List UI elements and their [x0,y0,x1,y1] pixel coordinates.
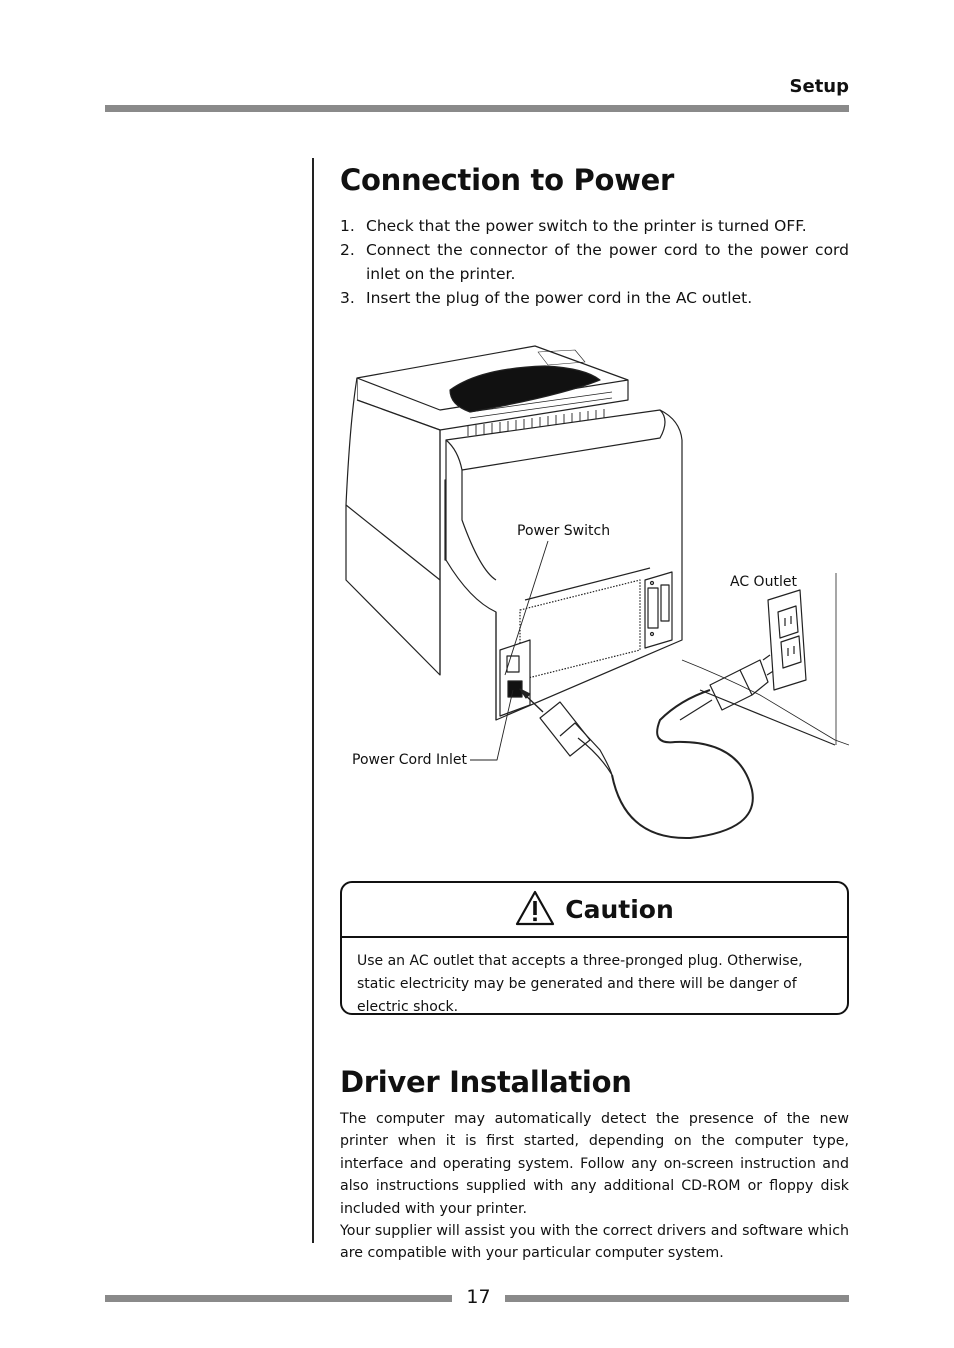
section-title-driver: Driver Installation [340,1065,632,1099]
step-item: 1. Check that the power switch to the pr… [340,214,849,238]
driver-paragraph: The computer may automatically detect th… [340,1111,849,1217]
power-steps-list: 1. Check that the power switch to the pr… [340,214,849,310]
footer-rule-right [505,1295,849,1302]
section-title-power: Connection to Power [340,163,674,197]
step-number: 1. [340,217,355,235]
step-item: 3. Insert the plug of the power cord in … [340,286,849,310]
running-header: Setup [789,76,849,97]
label-power-switch: Power Switch [517,523,611,539]
caution-box: Caution Use an AC outlet that accepts a … [340,881,849,1015]
warning-icon [515,890,555,930]
page-number: 17 [466,1286,491,1308]
caution-text: Use an AC outlet that accepts a three-pr… [357,953,803,1015]
driver-paragraph: Your supplier will assist you with the c… [340,1223,849,1262]
printer-power-illustration: Power Switch AC Outlet Power Cord Inlet [340,340,850,850]
step-text: Insert the plug of the power cord in the… [366,289,753,307]
caution-header: Caution [342,883,847,938]
step-number: 3. [340,289,355,307]
margin-rule [312,158,314,1243]
step-item: 2. Connect the connector of the power co… [340,238,849,286]
label-power-cord-inlet: Power Cord Inlet [352,752,467,768]
footer-rule-left [105,1295,452,1302]
label-ac-outlet: AC Outlet [730,574,797,590]
driver-body: The computer may automatically detect th… [340,1108,849,1265]
caution-title: Caution [565,895,674,924]
header-rule [105,105,849,112]
printer-diagram-svg [345,345,850,840]
step-text: Check that the power switch to the print… [366,217,807,235]
step-number: 2. [340,241,355,259]
step-text: Connect the connector of the power cord … [366,241,849,283]
